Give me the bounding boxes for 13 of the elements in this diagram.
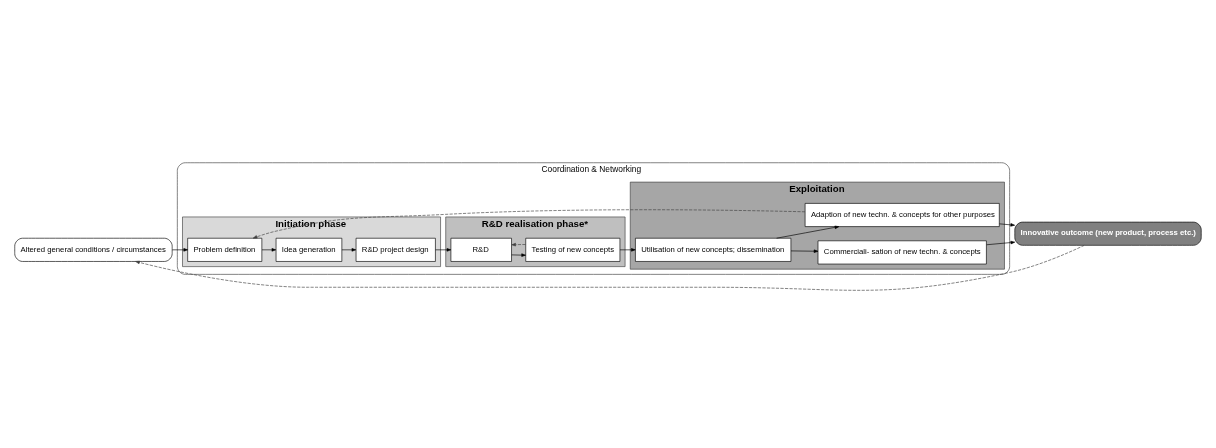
arrow [135, 245, 1085, 291]
arrow [790, 249, 819, 253]
arrow [999, 223, 1015, 227]
arrow [341, 248, 357, 252]
arrow [435, 248, 452, 252]
arrow [511, 243, 526, 247]
arrow [261, 248, 277, 252]
arrow [619, 248, 636, 252]
arrow [172, 248, 188, 252]
arrow [511, 253, 526, 257]
arrow [252, 209, 806, 239]
arrow [986, 240, 1016, 246]
arrow [776, 225, 840, 239]
